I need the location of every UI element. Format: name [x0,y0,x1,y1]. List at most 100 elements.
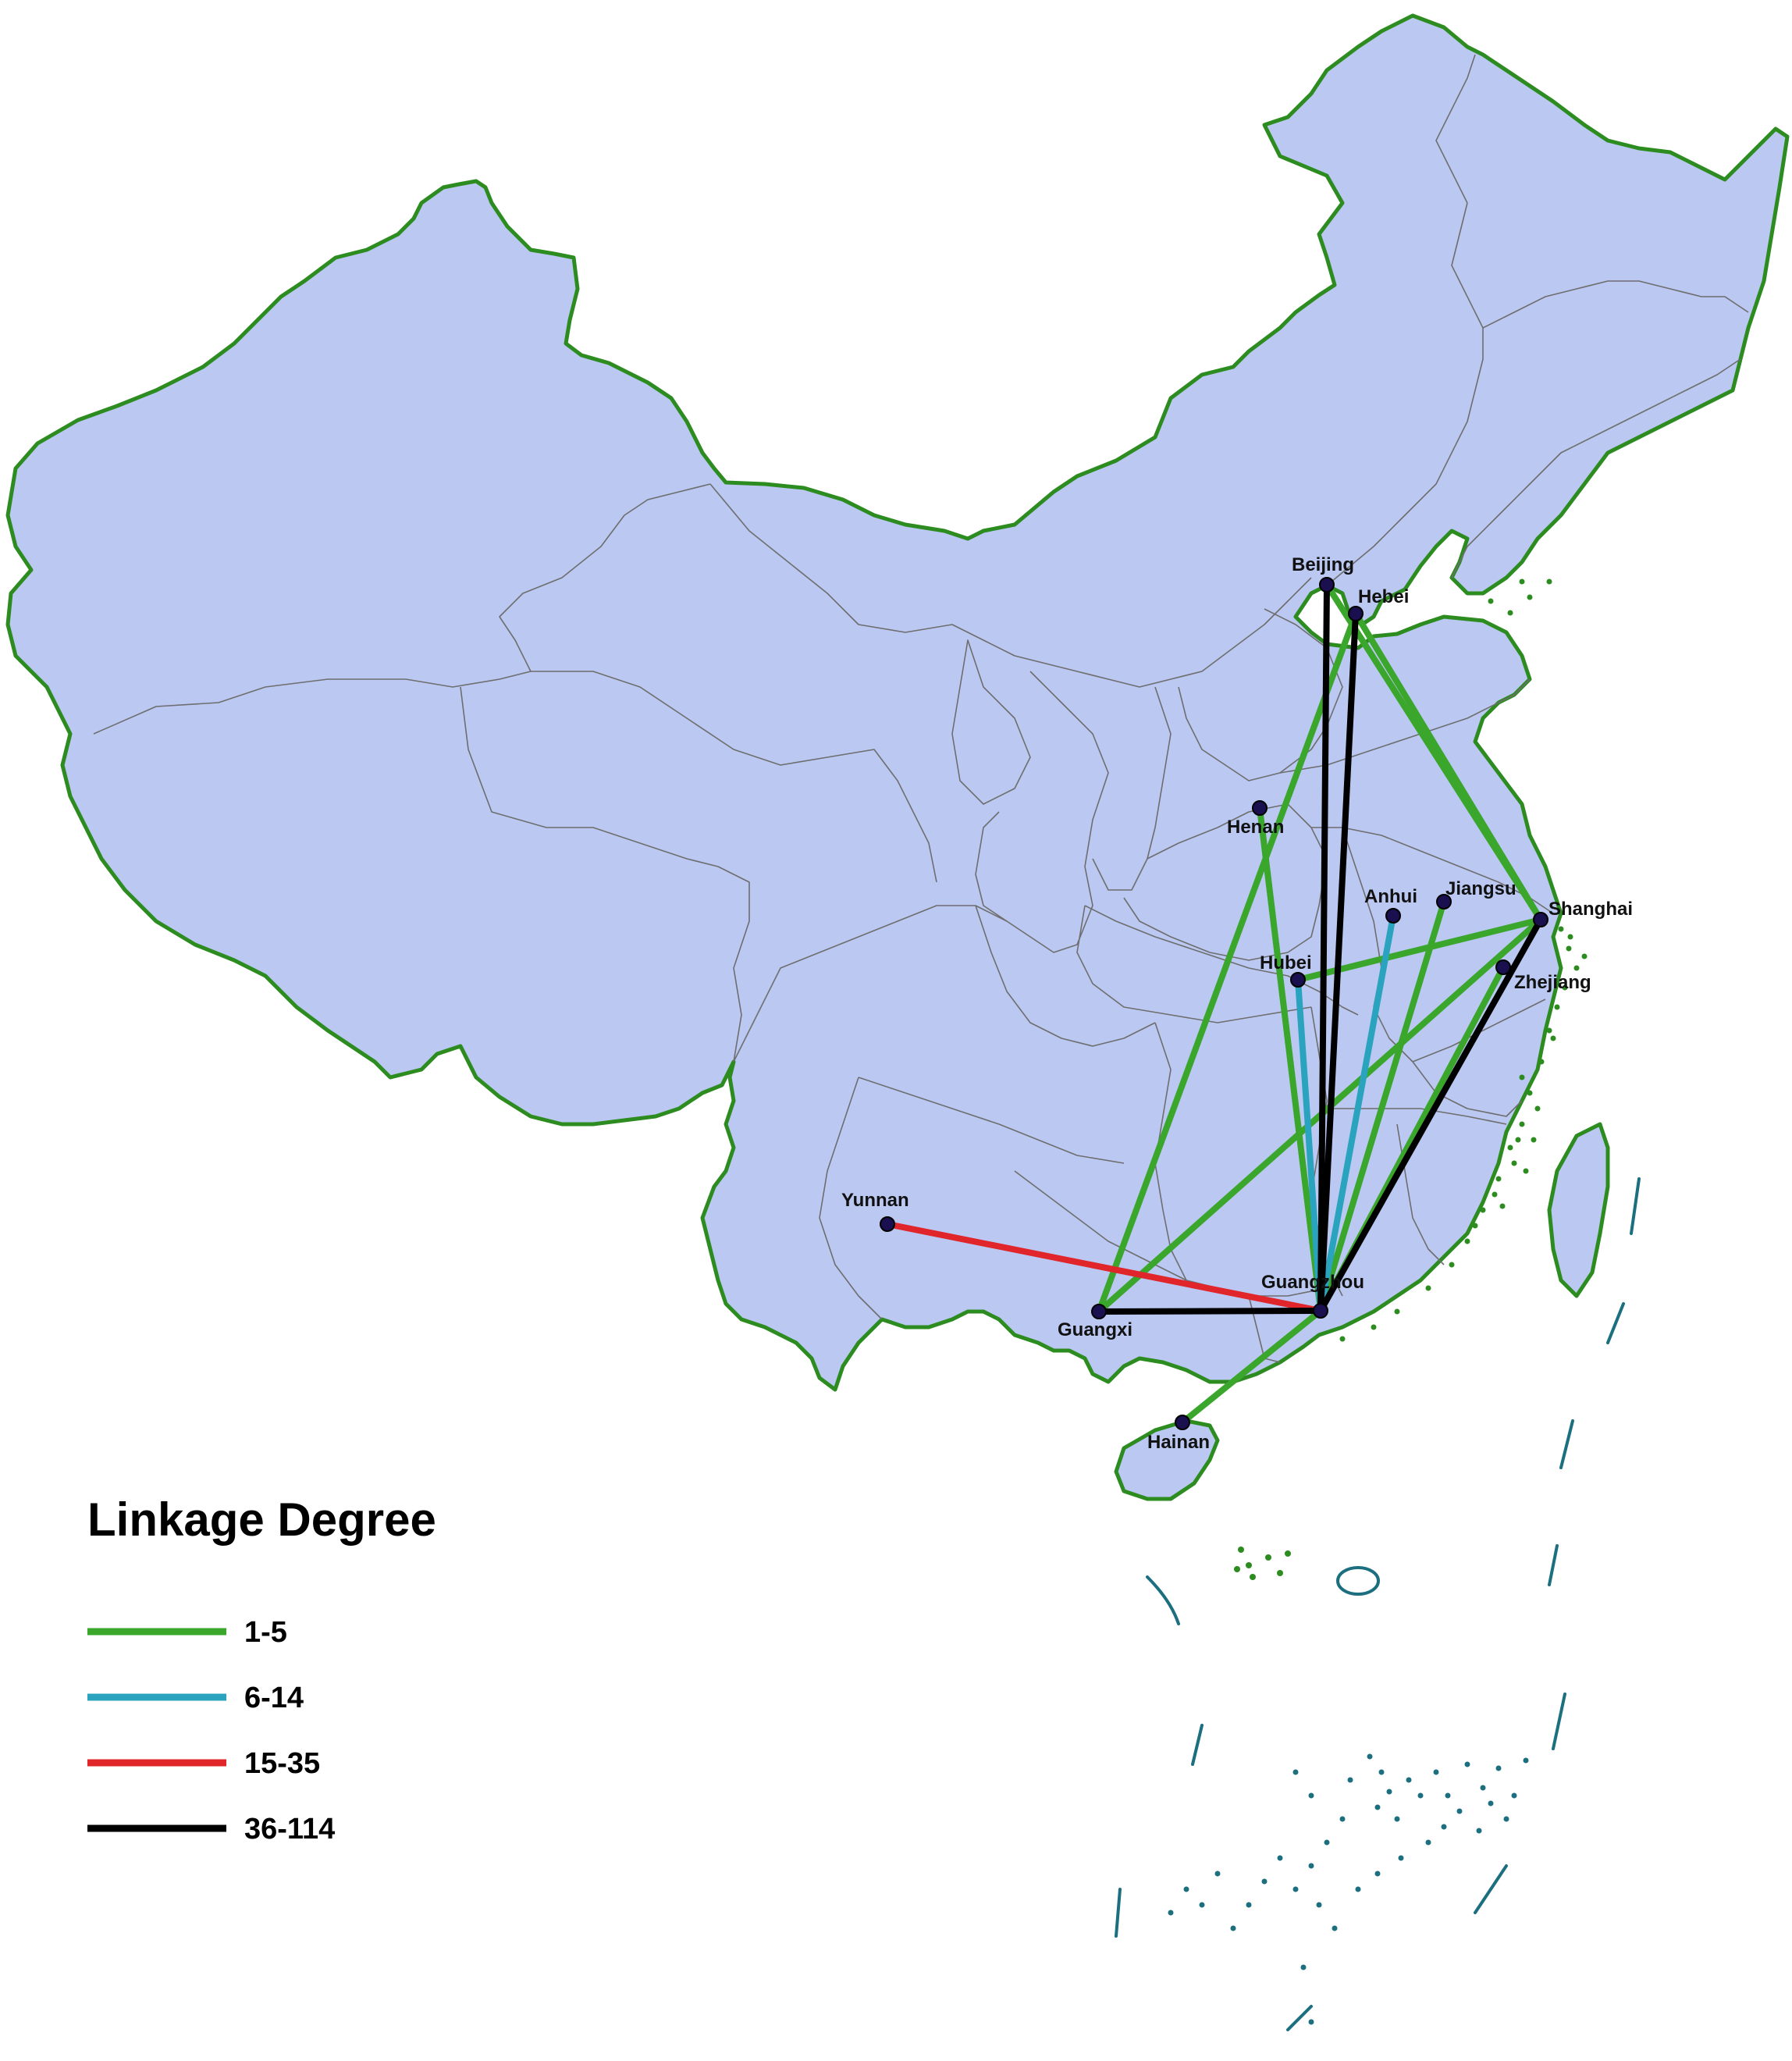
islet [1511,1160,1517,1166]
islet [1511,1792,1517,1799]
legend-label-c4: 36-114 [244,1813,335,1846]
islet [1476,1828,1482,1834]
node-henan [1252,800,1268,816]
dash-line-segment [1146,1575,1180,1625]
islet [1398,1855,1404,1861]
south-china-sea-islands [1115,1177,1641,2031]
node-hubei [1290,972,1306,988]
islet [1523,1757,1529,1764]
sichuan-chongqing-boundary [733,905,1156,1063]
islet [1581,953,1588,959]
dash-line-segment [1115,1888,1122,1938]
dash-line-segment [1552,1693,1566,1750]
islet [1234,1566,1240,1572]
islet [1495,1176,1502,1182]
dash-line-segment [1630,1177,1641,1235]
islet [1214,1871,1221,1877]
islet [1406,1777,1412,1783]
islet [1480,1207,1486,1213]
guizhou-yunnan-boundary [819,1077,1125,1320]
label-hubei: Hubei [1260,952,1312,974]
islet [1332,1925,1338,1931]
coastal-islets [1234,578,1588,1580]
islet [1417,1792,1424,1799]
islet [1550,1035,1556,1041]
islet [1246,1562,1252,1568]
islet [1277,1855,1283,1861]
link-hebei-guangzhou [1317,610,1359,1314]
islet [1523,1168,1529,1174]
taiwan-island [1547,1122,1610,1298]
label-jiangsu: Jiangsu [1445,878,1516,899]
link-guangxi-guangzhou [1096,1308,1324,1315]
tibet-qinghai-boundary [460,686,750,1063]
islet [1265,1554,1271,1561]
link-guangzhou-hainan [1179,1308,1324,1426]
label-guangxi: Guangxi [1058,1319,1132,1340]
islet [1394,1308,1400,1315]
link-hubei-guangzhou [1295,977,1324,1314]
dash-line-segment [1474,1864,1508,1914]
islet [1425,1839,1431,1846]
south-china-sea-islets [1168,1753,1529,2025]
islet [1499,1203,1506,1209]
islet [1347,1777,1353,1783]
islet [1183,1886,1189,1892]
inner-mongolia-east-boundary [1326,54,1484,586]
islet [1199,1902,1205,1908]
label-beijing: Beijing [1292,554,1354,575]
islet [1261,1878,1268,1885]
node-zhejiang [1495,959,1511,975]
islet [1495,1765,1502,1771]
islet [1371,1324,1377,1330]
legend-label-c2: 6-14 [244,1682,304,1714]
islet [1566,945,1572,952]
islet [1527,594,1533,600]
islet [1367,1753,1373,1760]
henan-boundary [1123,803,1328,961]
islet [1449,1262,1455,1268]
islet [1515,1137,1521,1143]
linkage-lines [884,582,1544,1426]
node-hainan [1175,1415,1190,1430]
islet [1488,598,1494,604]
islet [1277,1570,1283,1576]
label-anhui: Anhui [1364,886,1417,907]
label-shanghai: Shanghai [1548,899,1633,920]
islet [1386,1789,1392,1795]
islet [1308,1792,1314,1799]
node-guangzhou [1313,1303,1328,1319]
dash-line-segment [1286,2005,1313,2031]
islet [1546,1027,1552,1034]
link-yunnan-guangzhou [884,1221,1324,1314]
islet [1445,1792,1451,1799]
islet [1519,578,1525,585]
label-hebei: Hebei [1358,586,1409,607]
legend-title: Linkage Degree [87,1493,436,1546]
link-anhui-guangzhou [1317,913,1396,1314]
node-shanghai [1533,912,1548,927]
islet [1527,1090,1533,1096]
label-henan: Henan [1227,817,1284,838]
node-jiangsu [1436,894,1452,909]
islet [1394,1816,1400,1822]
islet [1316,1902,1322,1908]
liaoning-jilin-boundary [1451,358,1741,578]
islet [1534,1105,1541,1112]
node-beijing [1319,577,1335,593]
islet [1308,2019,1314,2025]
dash-line-segment [1559,1419,1574,1469]
zhejiang-boundary [1412,998,1546,1117]
islet [1519,1074,1525,1080]
islet [1374,1804,1381,1810]
islet [1464,1761,1470,1767]
islet [1378,1769,1385,1775]
islet [1507,1144,1513,1151]
link-beijing-guangzhou [1317,582,1330,1314]
islet [1507,610,1513,616]
islet [1558,926,1564,932]
